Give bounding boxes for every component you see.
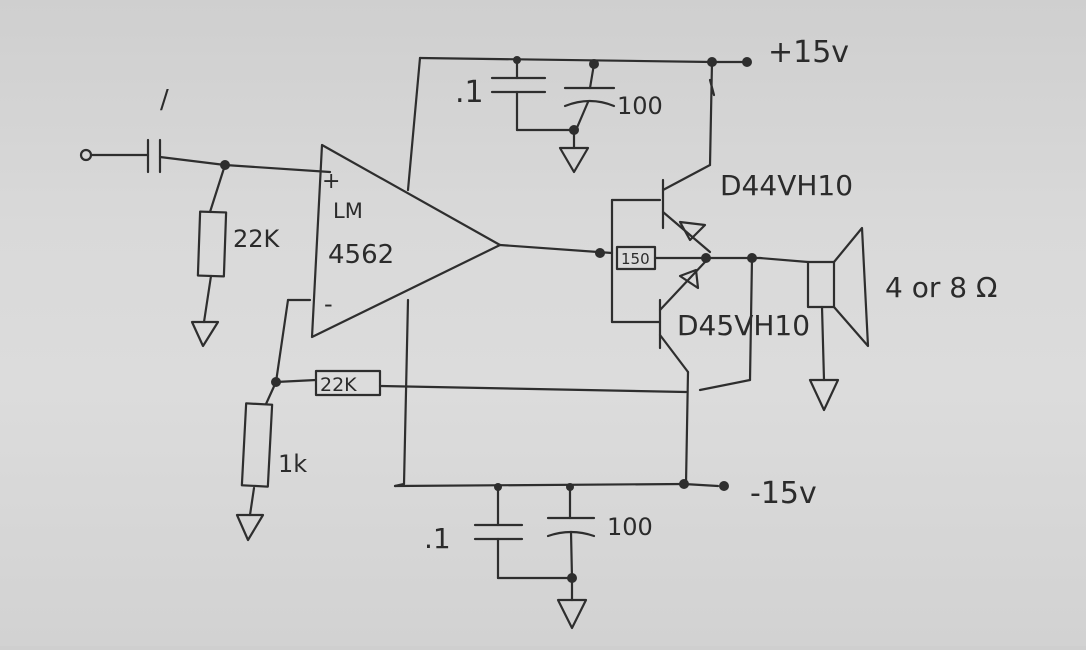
- ground-resistor-label: 1k: [278, 450, 307, 478]
- positive-terminal: [742, 57, 752, 67]
- top-cap-large-label: 100: [617, 92, 663, 120]
- input-section: / 22K: [79, 85, 332, 348]
- feedback-network: 22K 1k: [235, 298, 688, 542]
- opamp-label-line2: 4562: [328, 240, 394, 270]
- opamp-minus-label: -: [324, 290, 333, 318]
- base-resistor-label: 150: [621, 250, 650, 268]
- ground-resistor: [240, 402, 274, 488]
- supply-neg-label: -15v: [750, 476, 817, 511]
- feedback-ground-icon: [235, 513, 265, 542]
- bottom-cap-ground-icon: [556, 598, 588, 630]
- supply-pos-label: +15v: [768, 35, 849, 70]
- opamp-triangle: [310, 143, 502, 339]
- output-stage: 150 D44VH10 D45VH10: [595, 163, 853, 486]
- pnp-transistor-label: D45VH10: [677, 309, 810, 342]
- negative-supply: -15v .1 100: [393, 298, 817, 630]
- top-cap-small-label: .1: [455, 75, 484, 110]
- speaker: 4 or 8 Ω: [806, 226, 997, 412]
- input-resistor: [196, 210, 228, 278]
- input-terminal: [79, 148, 93, 162]
- feedback-resistor: [314, 369, 382, 397]
- top-cap-large-plate-b: [563, 99, 616, 108]
- npn-emitter-arrow: [678, 220, 707, 242]
- input-ground-icon: [190, 320, 220, 348]
- speaker-label: 4 or 8 Ω: [885, 271, 997, 304]
- feedback-resistor-label: 22K: [320, 374, 357, 396]
- top-cap-ground-icon: [558, 146, 590, 174]
- bottom-cap-small-label: .1: [424, 522, 451, 555]
- input-resistor-label: 22K: [233, 225, 281, 253]
- speaker-icon: [832, 226, 870, 348]
- opamp-plus-label: +: [322, 169, 340, 194]
- opamp-label-line1: LM: [333, 199, 363, 223]
- opamp: + - LM 4562: [310, 143, 614, 339]
- input-cap-label: /: [160, 85, 169, 115]
- negative-terminal: [719, 481, 729, 491]
- positive-supply: +15v .1 100: [406, 35, 849, 192]
- speaker-ground-icon: [808, 378, 840, 412]
- pnp-emitter-arrow: [678, 268, 700, 290]
- speaker-magnet: [806, 260, 836, 309]
- npn-transistor-label: D44VH10: [720, 169, 853, 202]
- bottom-cap-large-label: 100: [607, 513, 653, 541]
